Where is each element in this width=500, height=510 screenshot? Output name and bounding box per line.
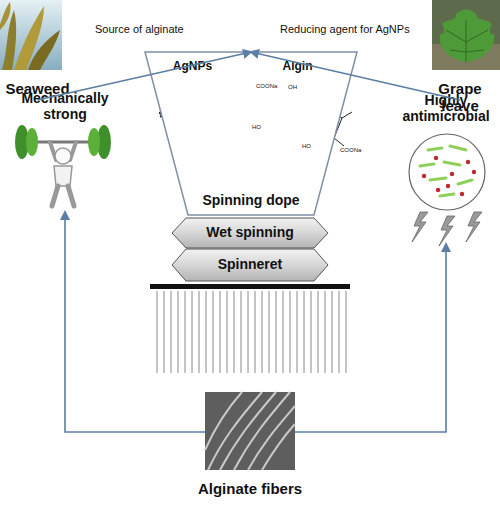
hexagon-shape <box>172 218 328 248</box>
weightlifter-icon <box>15 125 111 206</box>
grape-leaf-photo <box>432 0 500 70</box>
property-label: Mechanically strong <box>15 90 115 122</box>
grape-leaf-node: Grape leave <box>420 0 500 100</box>
component-label: Algin <box>260 60 335 74</box>
hexagon-shape <box>172 249 328 281</box>
property-node: Highly antimicrobial <box>392 92 500 244</box>
property-label: Highly antimicrobial <box>396 92 496 124</box>
property-node: Mechanically strong <box>5 90 125 212</box>
extruded-fibers <box>152 291 348 373</box>
edge-label: Reducing agent for AgNPs <box>280 23 410 35</box>
chemical-group-label: COONa <box>340 147 361 154</box>
funnel-shape <box>145 52 357 215</box>
lightning-symbol <box>412 212 482 246</box>
chemical-group-label: HO <box>302 143 311 150</box>
chemical-group-label: COONa <box>256 83 277 90</box>
spinneret-plate <box>150 284 350 289</box>
chemical-group-label: HO <box>252 124 261 131</box>
chemical-group-label: OH <box>288 84 297 91</box>
node-title: Spinning dope <box>188 192 314 208</box>
arrow-connector <box>251 52 460 100</box>
seaweed-node: Seaweed <box>0 0 75 100</box>
process-hexagon: Spinneret <box>172 249 328 281</box>
fiber-node: Alginate fibers <box>190 392 310 500</box>
arrow-connector <box>295 244 446 432</box>
process-hexagon: Wet spinning <box>172 218 328 248</box>
seaweed-photo <box>0 0 62 70</box>
node-title: Alginate fibers <box>190 480 310 497</box>
process-label: Spinneret <box>172 256 328 272</box>
bacteria-circle <box>409 134 485 210</box>
edge-label: Source of alginate <box>95 23 184 35</box>
component-label: AgNPs <box>155 60 230 74</box>
fiber-micrograph <box>205 392 295 470</box>
process-label: Wet spinning <box>172 224 328 240</box>
spinning-dope-funnel: AgNPs AlginSpinning dope <box>145 52 357 215</box>
funnel-outline <box>145 52 357 215</box>
arrow-connector <box>38 52 252 100</box>
arrow-connector <box>65 212 205 432</box>
